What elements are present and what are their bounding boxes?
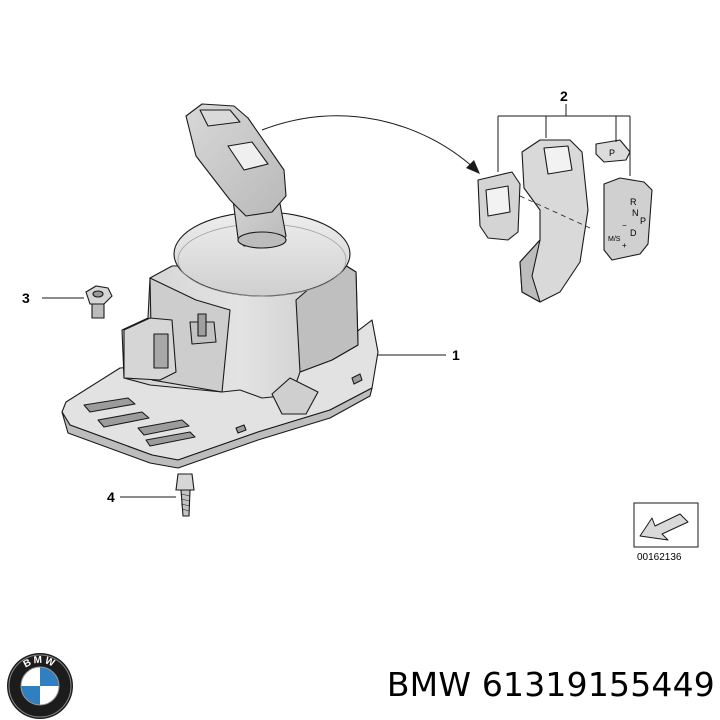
view-direction-arrow	[639, 513, 689, 541]
assembly-arrow	[261, 115, 475, 169]
gear-ms-label: M/S	[608, 236, 621, 243]
large-cover	[519, 139, 589, 303]
park-button-letter: P	[609, 148, 615, 158]
bolt-part-4	[175, 473, 195, 517]
leader-bracket-2	[497, 104, 631, 176]
nut-part-3	[85, 285, 113, 319]
gear-plus-label: +	[622, 241, 627, 250]
gear-d-label: D	[630, 228, 637, 238]
leader-lines	[42, 104, 631, 498]
park-button-cap	[595, 139, 631, 163]
gear-selector-housing	[61, 103, 379, 469]
view-direction-box: 00162136	[633, 502, 699, 563]
bmw-logo-letters: BMW	[22, 655, 58, 671]
gear-r-label: R	[630, 197, 637, 207]
callout-3: 3	[22, 290, 30, 306]
shift-pattern-markings: R N P D − M/S + P	[608, 148, 646, 250]
callout-numbers: 1 2 3 4	[22, 88, 568, 505]
bmw-logo: BMW	[7, 653, 73, 719]
shift-pattern-plate	[603, 177, 653, 261]
gear-n-label: N	[632, 208, 639, 218]
lever-head	[185, 103, 287, 217]
base-plate-slots	[83, 373, 363, 447]
base-plate-edge	[61, 387, 373, 469]
housing-rear-foot	[271, 377, 319, 415]
lever-collar	[237, 231, 287, 249]
callout-2: 2	[560, 88, 568, 104]
gear-p-label: P	[640, 216, 646, 226]
diagram-reference-number: 00162136	[637, 552, 682, 563]
alignment-line	[519, 195, 591, 229]
gear-minus-label: −	[622, 221, 627, 230]
lever-button	[227, 141, 269, 171]
callout-1: 1	[452, 347, 460, 363]
part-number-label: BMW 61319155449	[386, 665, 715, 704]
callout-4: 4	[107, 489, 115, 505]
trim-cover-set	[477, 139, 653, 303]
